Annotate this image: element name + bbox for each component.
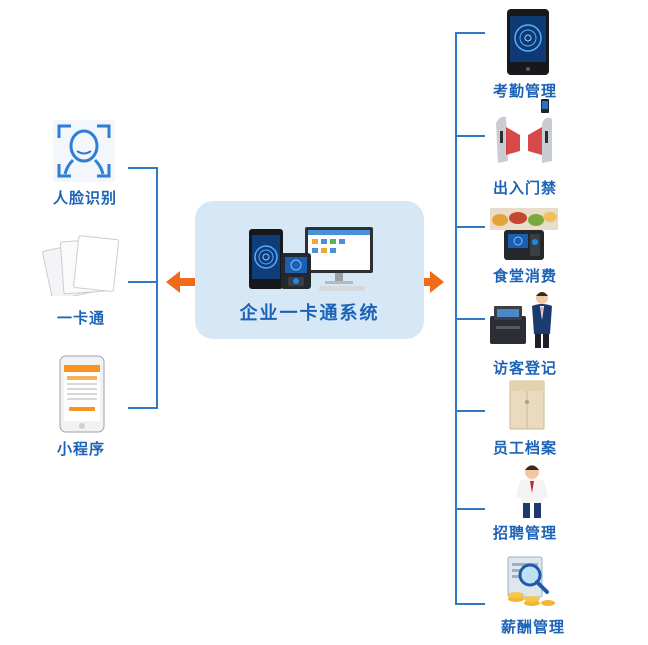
right-item-label-visitor: 访客登记 xyxy=(492,359,557,377)
right-bracket-tick-4 xyxy=(455,318,485,320)
system-devices-icon xyxy=(247,223,377,295)
right-bracket-tick-2 xyxy=(455,135,485,137)
right-bracket-tick-1 xyxy=(455,32,485,34)
left-arrow-icon xyxy=(166,270,210,294)
left-item-label-mini-program: 小程序 xyxy=(56,440,105,458)
left-item-label-card: 一卡通 xyxy=(56,309,105,327)
right-item-label-salary: 薪酬管理 xyxy=(500,618,565,636)
salary-icon xyxy=(502,553,558,609)
attendance-terminal-icon xyxy=(506,8,550,76)
center-system-box: 企业一卡通系统 xyxy=(195,201,424,339)
center-title: 企业一卡通系统 xyxy=(239,303,380,324)
right-item-label-attendance: 考勤管理 xyxy=(492,82,557,100)
right-item-label-recruitment: 招聘管理 xyxy=(492,524,557,542)
employee-file-icon xyxy=(509,380,545,430)
right-bracket-tick-3 xyxy=(455,226,485,228)
right-bracket-tick-5 xyxy=(455,410,485,412)
right-bracket-tick-6 xyxy=(455,508,485,510)
left-bracket-tick-top xyxy=(128,167,158,169)
right-bracket-tick-7 xyxy=(455,603,485,605)
face-recognition-icon xyxy=(53,120,115,182)
left-bracket-tick-middle xyxy=(128,281,158,283)
access-gate-icon xyxy=(492,97,556,167)
right-item-label-canteen: 食堂消费 xyxy=(492,267,557,285)
mobile-app-icon xyxy=(59,355,105,433)
right-item-label-access: 出入门禁 xyxy=(492,179,557,197)
recruitment-icon xyxy=(512,463,552,519)
right-item-label-employee-file: 员工档案 xyxy=(492,439,557,457)
canteen-payment-icon xyxy=(490,208,558,260)
left-item-label-face: 人脸识别 xyxy=(52,189,117,207)
left-bracket-vertical xyxy=(156,167,158,409)
left-bracket-tick-bottom xyxy=(128,407,158,409)
id-card-icon xyxy=(40,234,122,296)
visitor-registration-icon xyxy=(488,290,558,350)
